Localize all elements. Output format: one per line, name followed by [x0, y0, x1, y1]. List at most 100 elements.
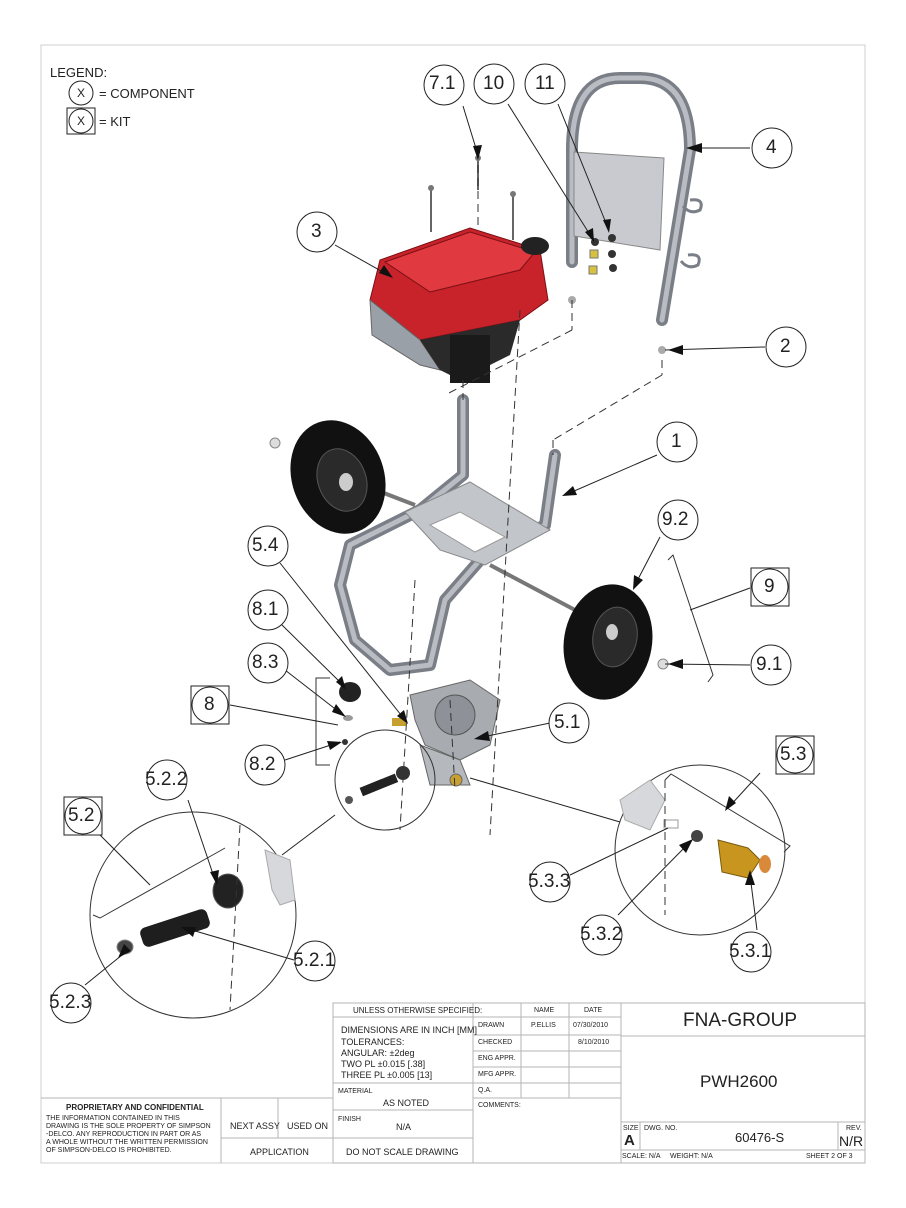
- comments-label: COMMENTS:: [478, 1102, 521, 1109]
- angular-tolerance: ANGULAR: ±2deg: [341, 1048, 415, 1058]
- material-value: AS NOTED: [383, 1098, 430, 1108]
- callout-8-3: 8.3: [252, 652, 279, 673]
- three-place-tolerance: THREE PL ±0.005 [13]: [341, 1070, 433, 1080]
- callout-9-1-circle: [750, 644, 792, 686]
- legend: [66, 80, 96, 135]
- callout-9-circle: [751, 568, 789, 606]
- detail-5-3-contents: [619, 779, 771, 879]
- size-value: A: [624, 1132, 635, 1149]
- size-label: SIZE: [623, 1125, 639, 1132]
- callout-8: 8: [204, 694, 215, 715]
- used-on-label: USED ON: [287, 1121, 329, 1131]
- eng-appr-label: ENG APPR.: [478, 1055, 516, 1062]
- proprietary-line-1: THE INFORMATION CONTAINED IN THIS: [46, 1115, 180, 1122]
- callout-11: 11: [535, 73, 555, 94]
- callout-9-1: 9.1: [756, 654, 783, 675]
- sheet-border: [40, 44, 866, 1164]
- pump-detail-contents: [345, 766, 410, 804]
- sheet-number: SHEET 2 OF 3: [806, 1153, 853, 1160]
- centerlines: [229, 165, 666, 1011]
- callout-3: 3: [311, 221, 322, 242]
- proprietary-line-5: OF SIMPSON-DELCO IS PROHIBITED.: [46, 1147, 172, 1154]
- callout-5-2-3: 5.2.3: [49, 992, 92, 1013]
- finish-label: FINISH: [338, 1116, 361, 1123]
- callout-5-4-circle: [247, 525, 289, 567]
- callout-5-2-2: 5.2.2: [145, 769, 188, 790]
- callout-5-3: 5.3: [780, 744, 807, 765]
- callout-8-1-circle: [247, 589, 289, 631]
- mfg-appr-label: MFG APPR.: [478, 1071, 517, 1078]
- callout-5-3-1-circle: [730, 931, 772, 973]
- kit-callout-boxes: [63, 567, 815, 836]
- callout-5-3-3-circle: [529, 861, 571, 903]
- callout-5-2-2-circle: [146, 759, 188, 801]
- callout-5-3-1: 5.3.1: [729, 941, 772, 962]
- weight-note: WEIGHT: N/A: [670, 1153, 713, 1160]
- right-wheel: [563, 584, 669, 700]
- callout-5-4: 5.4: [252, 535, 279, 556]
- arrowheads: [118, 143, 755, 958]
- drawn-date: 07/30/2010: [573, 1022, 609, 1029]
- drawn-label: DRAWN: [478, 1022, 505, 1029]
- unless-specified-label: UNLESS OTHERWISE SPECIFIED:: [353, 1006, 483, 1015]
- callout-3-circle: [296, 211, 338, 253]
- finish-value: N/A: [396, 1122, 412, 1132]
- checked-date: 8/10/2010: [578, 1039, 610, 1046]
- handle-assembly: [566, 72, 703, 354]
- callout-2: 2: [780, 336, 791, 357]
- leader-lines: [84, 103, 766, 986]
- callout-4-circle: [751, 127, 793, 169]
- kit-brackets: [92, 554, 791, 919]
- callout-10: 10: [483, 73, 505, 94]
- callout-5-3-3: 5.3.3: [528, 871, 571, 892]
- proprietary-line-2: DRAWING IS THE SOLE PROPERTY OF SIMPSON: [46, 1123, 211, 1130]
- callout-7-1-circle: [423, 64, 465, 106]
- proprietary-title: PROPRIETARY AND CONFIDENTIAL: [66, 1103, 204, 1112]
- callout-5-3-2-circle: [581, 914, 623, 956]
- dwg-no-label: DWG. NO.: [644, 1125, 678, 1132]
- frame-assembly: [334, 394, 576, 676]
- pump-assembly: [392, 679, 501, 787]
- callout-10-circle: [473, 63, 515, 105]
- qa-label: Q.A.: [478, 1087, 493, 1094]
- legend-component-symbol: [68, 80, 94, 106]
- proprietary-line-3: -DELCO. ANY REPRODUCTION IN PART OR AS: [46, 1131, 202, 1138]
- legend-kit-symbol: [66, 107, 96, 135]
- callout-5-2-circle: [64, 797, 102, 835]
- legend-component-x: X: [77, 86, 86, 100]
- callout-8-2-circle: [244, 744, 286, 786]
- callout-5-2-1: 5.2.1: [293, 950, 336, 971]
- callout-5-1: 5.1: [554, 712, 581, 733]
- name-column-header: NAME: [534, 1007, 555, 1014]
- callout-5-2-1-circle: [294, 940, 336, 982]
- scale-note: SCALE: N/A: [622, 1153, 661, 1160]
- callout-9-2-circle: [657, 499, 699, 541]
- two-place-tolerance: TWO PL ±0.015 [.38]: [341, 1059, 426, 1069]
- application-label: APPLICATION: [250, 1147, 309, 1157]
- callout-circles: [50, 63, 807, 1024]
- callout-5-3-2: 5.3.2: [580, 924, 623, 945]
- callout-2-circle: [765, 326, 807, 368]
- left-wheel: [269, 420, 386, 534]
- callout-11-circle: [524, 63, 566, 105]
- legend-component-label: = COMPONENT: [99, 86, 195, 101]
- drawn-by-name: P.ELLIS: [531, 1022, 556, 1029]
- callout-8-circle: [191, 686, 229, 724]
- pump-detail-circle: [334, 729, 436, 831]
- callout-1: 1: [671, 431, 682, 452]
- checked-label: CHECKED: [478, 1039, 513, 1046]
- material-label: MATERIAL: [338, 1088, 373, 1095]
- callout-5-3-circle: [776, 736, 814, 774]
- dwg-no-value: 60476-S: [735, 1130, 785, 1145]
- callout-8-1: 8.1: [252, 599, 279, 620]
- detail-5-2-contents: [116, 849, 296, 955]
- rev-label: REV.: [846, 1125, 862, 1132]
- do-not-scale-note: DO NOT SCALE DRAWING: [346, 1147, 459, 1157]
- legend-title: LEGEND:: [50, 65, 108, 80]
- callout-5-2-3-circle: [50, 982, 92, 1024]
- rev-value: N/R: [839, 1133, 864, 1149]
- callout-8-2: 8.2: [249, 754, 276, 775]
- legend-kit-circle: [68, 108, 94, 134]
- callout-9-2: 9.2: [662, 509, 689, 530]
